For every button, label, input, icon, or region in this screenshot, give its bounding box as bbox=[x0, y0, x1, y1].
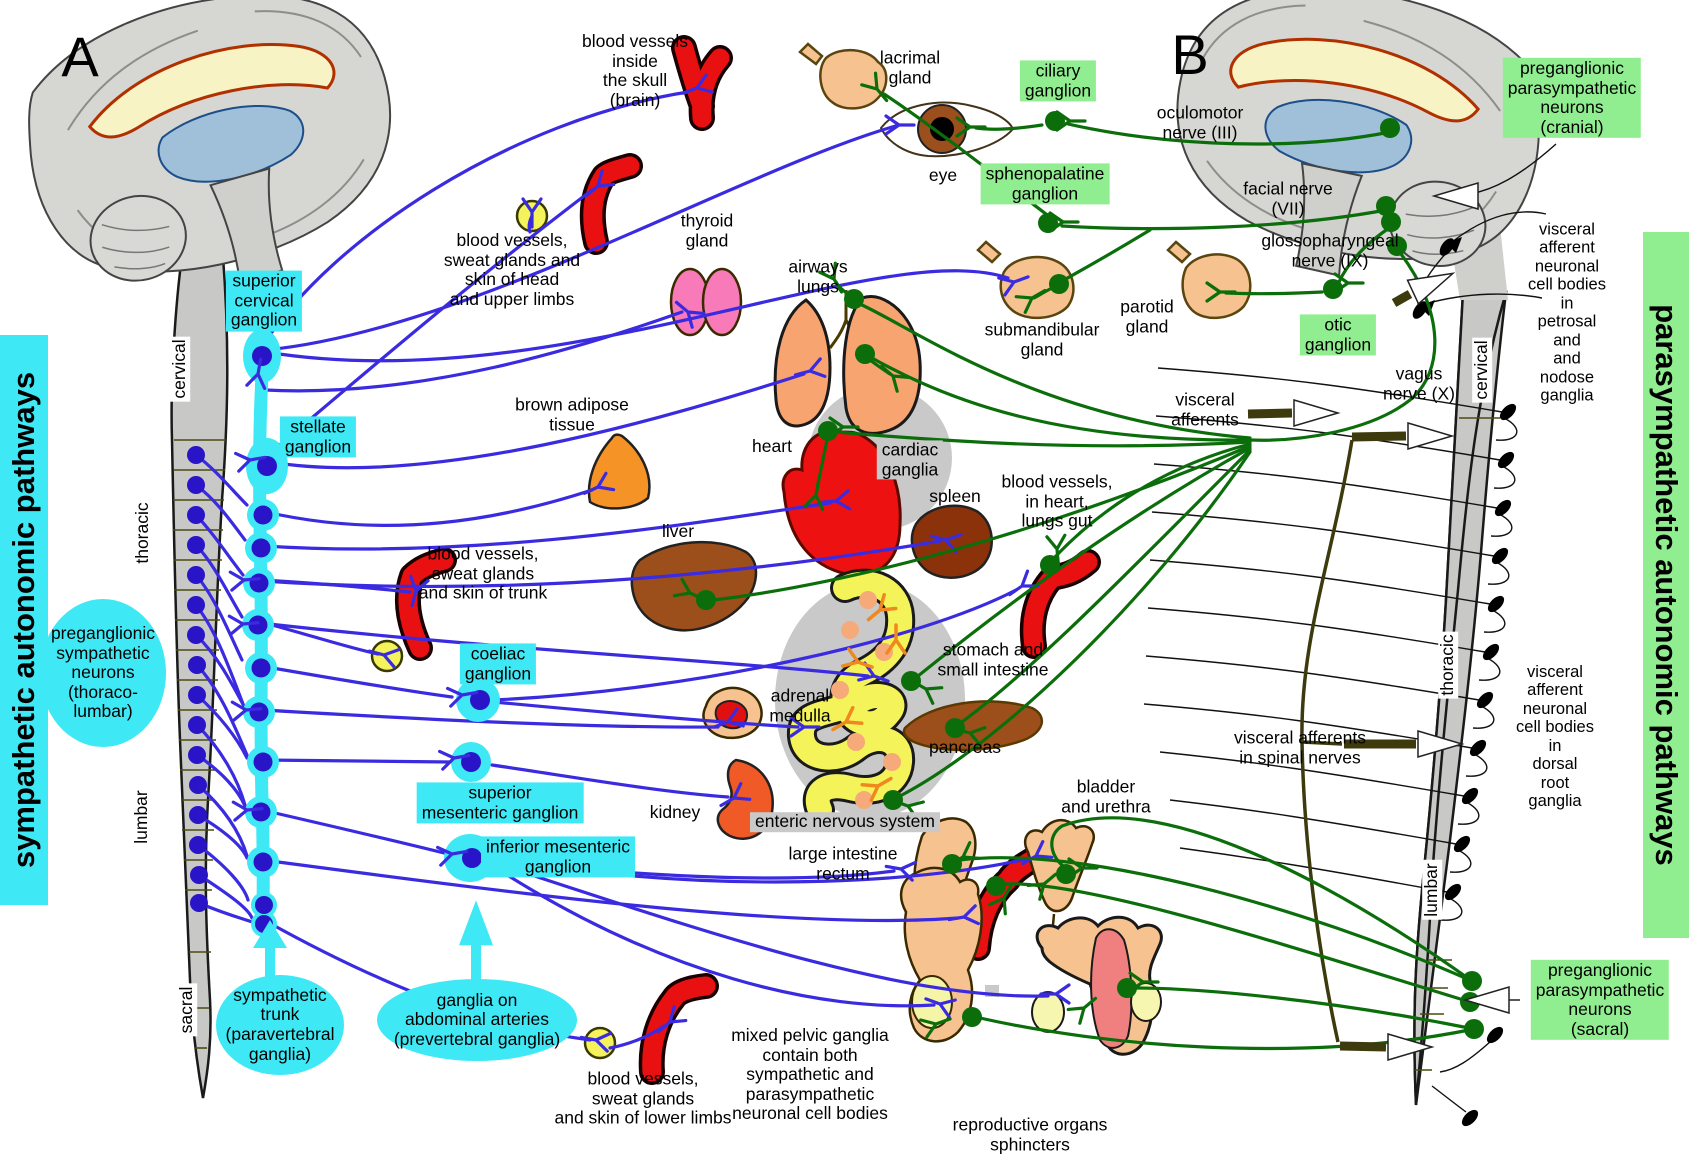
label-thyroid-gland: thyroid gland bbox=[680, 210, 734, 250]
label-sphenopalatine-ganglion: sphenopalatine ganglion bbox=[980, 163, 1110, 205]
panel-b-letter: B bbox=[1171, 23, 1209, 86]
label-thoracic-b: thoracic bbox=[1437, 631, 1458, 699]
label-reproductive-organs: reproductive organs sphincters bbox=[952, 1114, 1108, 1154]
label-otic-ganglion: otic ganglion bbox=[1299, 314, 1377, 356]
label-thoracic-a: thoracic bbox=[132, 502, 153, 564]
label-mixed-pelvic-ganglia: mixed pelvic ganglia contain both sympat… bbox=[731, 1025, 889, 1124]
label-prevertebral-ganglia: ganglia on abdominal arteries (preverteb… bbox=[377, 979, 577, 1061]
sympathetic-banner: sympathetic autonomic pathways bbox=[0, 335, 48, 905]
label-preganglionic-sympathetic: preganglionic sympathetic neurons (thora… bbox=[40, 599, 166, 747]
parasympathetic-banner-text: parasympathetic autonomic pathways bbox=[1649, 304, 1685, 866]
neuron-dots bbox=[187, 111, 1484, 1039]
brain-b bbox=[1150, 0, 1562, 308]
label-bv-trunk: blood vessels, sweat glands and skin of … bbox=[418, 543, 548, 603]
label-cervical-b: cervical bbox=[1471, 337, 1492, 403]
label-eye: eye bbox=[928, 165, 958, 186]
sympathetic-chain bbox=[227, 329, 500, 937]
label-sympathetic-trunk: sympathetic trunk (paravertebral ganglia… bbox=[216, 975, 344, 1075]
brain-a bbox=[1, 0, 426, 327]
label-inferior-mesenteric-ganglion: inferior mesenteric ganglion bbox=[481, 836, 635, 878]
label-preganglionic-sacral: preganglionic parasympathetic neurons (s… bbox=[1530, 959, 1670, 1041]
label-submandibular-gland: submandibular gland bbox=[984, 319, 1100, 359]
label-facial-nerve: facial nerve (VII) bbox=[1243, 178, 1333, 218]
label-superior-mesenteric-ganglion: superior mesenteric ganglion bbox=[416, 782, 584, 824]
label-petrosal-nodose-ganglia: visceral afferent neuronal cell bodies i… bbox=[1528, 220, 1606, 405]
label-heart: heart bbox=[752, 436, 792, 457]
label-vagus-nerve: vagus nerve (X) bbox=[1383, 363, 1455, 403]
label-skull-vessels: blood vessels inside the skull (brain) bbox=[581, 30, 689, 110]
panel-a-letter: A bbox=[61, 25, 99, 88]
label-superior-cervical-ganglion: superior cervical ganglion bbox=[225, 270, 303, 332]
parasympathetic-banner: parasympathetic autonomic pathways bbox=[1643, 232, 1689, 938]
label-bv-heart-lungs-gut: blood vessels, in heart, lungs gut bbox=[1001, 471, 1113, 531]
label-liver: liver bbox=[661, 521, 695, 542]
arrows bbox=[253, 182, 1510, 1061]
label-dorsal-root-ganglia: visceral afferent neuronal cell bodies i… bbox=[1516, 663, 1594, 811]
label-oculomotor-nerve: oculomotor nerve (III) bbox=[1156, 102, 1244, 142]
label-lumbar-a: lumbar bbox=[131, 790, 152, 844]
label-parotid-gland: parotid gland bbox=[1120, 296, 1174, 336]
label-pancreas: pancreas bbox=[929, 737, 1001, 758]
label-stomach-small-intestine: stomach and small intestine bbox=[937, 639, 1049, 679]
label-ciliary-ganglion: ciliary ganglion bbox=[1019, 60, 1097, 102]
label-enteric-nervous-system: enteric nervous system bbox=[750, 812, 940, 832]
sympathetic-banner-text: sympathetic autonomic pathways bbox=[6, 371, 41, 869]
label-visceral-afferents-spinal: visceral afferents in spinal nerves bbox=[1234, 727, 1366, 767]
label-cervical-a: cervical bbox=[169, 336, 190, 402]
label-preganglionic-cranial: preganglionic parasympathetic neurons (c… bbox=[1502, 57, 1642, 139]
label-cardiac-ganglia: cardiac ganglia bbox=[876, 440, 944, 480]
label-brown-adipose: brown adipose tissue bbox=[515, 394, 629, 434]
label-glossopharyngeal-nerve: glossopharyngeal nerve (IX) bbox=[1261, 230, 1399, 270]
label-bv-lower-limbs: blood vessels, sweat glands and skin of … bbox=[554, 1068, 732, 1128]
label-large-intestine-rectum: large intestine rectum bbox=[788, 843, 898, 883]
parasympathetic-nerves bbox=[672, 71, 1476, 1051]
label-sacral-a: sacral bbox=[176, 983, 197, 1037]
label-visceral-afferents: visceral afferents bbox=[1171, 389, 1239, 429]
label-lacrimal-gland: lacrimal gland bbox=[879, 47, 941, 87]
label-coeliac-ganglion: coeliac ganglion bbox=[459, 643, 537, 685]
label-adrenal-medulla: adrenal medulla bbox=[769, 685, 831, 725]
label-stellate-ganglion: stellate ganglion bbox=[279, 416, 357, 458]
label-airways-lungs: airways lungs bbox=[788, 256, 848, 296]
label-bv-head: blood vessels, sweat glands and skin of … bbox=[443, 229, 581, 309]
label-lumbar-b: lumbar bbox=[1421, 860, 1442, 920]
label-kidney: kidney bbox=[649, 802, 701, 823]
label-bladder-urethra: bladder and urethra bbox=[1061, 776, 1151, 816]
label-spleen: spleen bbox=[929, 486, 981, 507]
